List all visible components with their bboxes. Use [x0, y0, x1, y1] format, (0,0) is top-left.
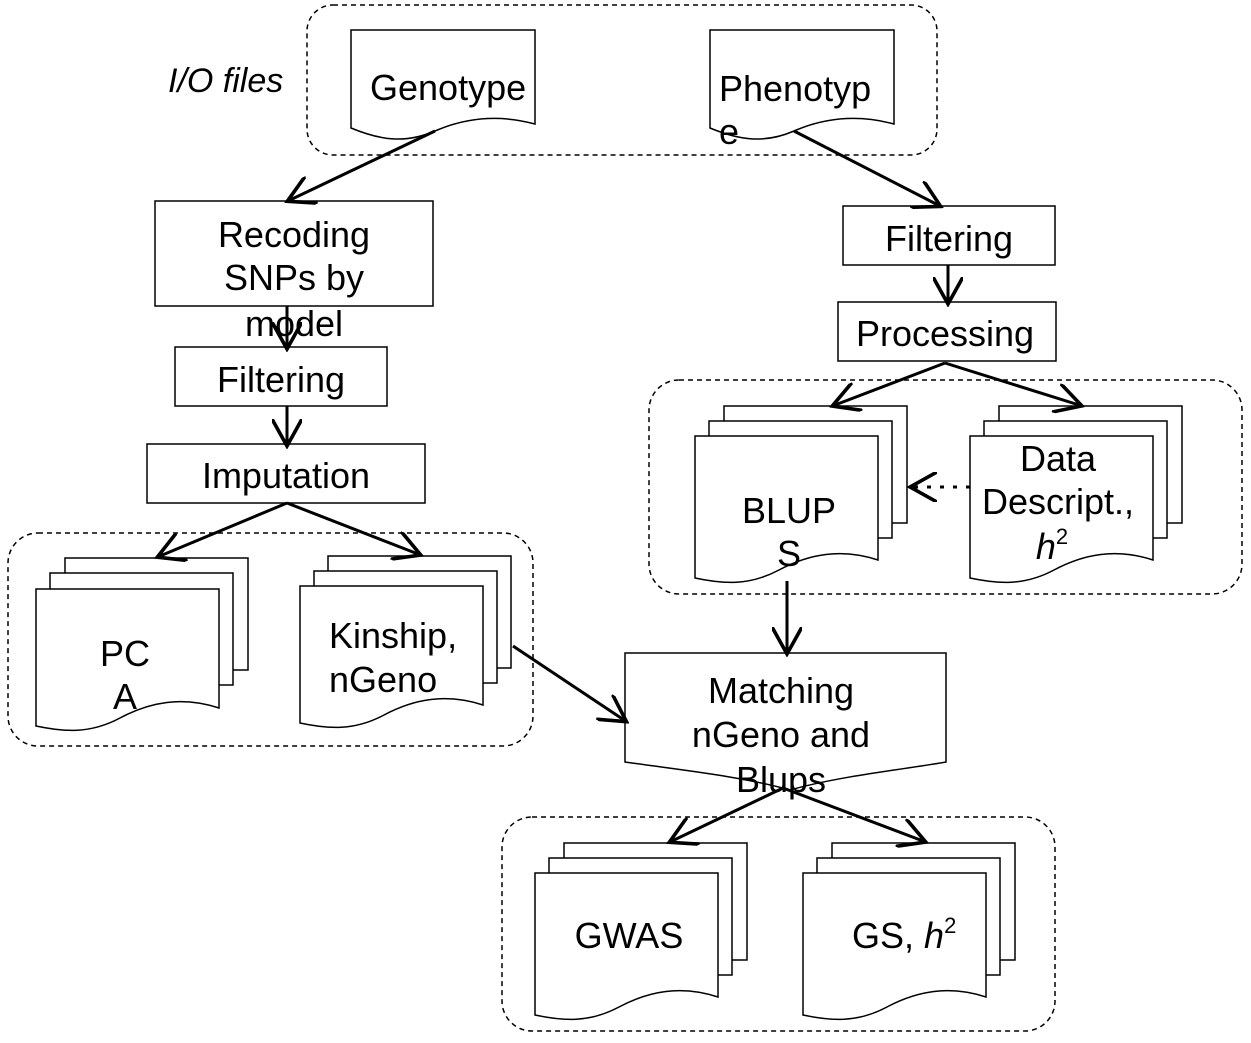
io-files-group	[306, 4, 938, 156]
recoding-label-1: Recoding	[218, 214, 370, 255]
arrows	[160, 129, 1079, 841]
genotype-file[interactable]: Genotype	[350, 29, 536, 140]
io-files-label: I/O files	[168, 62, 283, 100]
arrow-processing-blups	[835, 361, 946, 405]
pheno-filtering-box[interactable]: Filtering	[842, 205, 1056, 266]
pca-label-2: A	[113, 676, 137, 717]
pheno-filtering-label: Filtering	[885, 218, 1013, 259]
arrow-imputation-pca	[160, 501, 288, 556]
data-descript-label-2: Descript.,	[982, 481, 1134, 522]
phenotype-label-2: e	[719, 111, 739, 152]
arrow-kinship-matching	[512, 644, 624, 720]
data-descript-files[interactable]: Data Descript., h2	[969, 405, 1183, 584]
genotype-label: Genotype	[370, 67, 526, 108]
geno-filtering-label: Filtering	[217, 359, 345, 400]
processing-label: Processing	[856, 313, 1034, 354]
gwas-label: GWAS	[575, 915, 684, 956]
kinship-files[interactable]: Kinship, nGeno	[299, 555, 512, 729]
recoding-box[interactable]: Recoding SNPs by model	[154, 200, 434, 344]
arrow-genotype-recoding	[290, 129, 436, 200]
imputation-box[interactable]: Imputation	[146, 443, 426, 504]
arrow-imputation-kinship	[286, 501, 418, 554]
pca-label-1: PC	[100, 633, 150, 674]
kinship-label-1: Kinship,	[329, 615, 457, 656]
arrow-processing-descript	[944, 361, 1079, 405]
gs-label: GS, h2	[852, 913, 956, 956]
recoding-label-3: model	[245, 303, 343, 344]
data-descript-label-3: h2	[1036, 524, 1068, 567]
recoding-label-2: SNPs by	[224, 257, 364, 298]
matching-label-1: Matching	[708, 670, 854, 711]
gwas-files[interactable]: GWAS	[534, 842, 748, 1021]
pheno-outputs-group	[648, 379, 1243, 595]
matching-label-3: Blups	[736, 759, 826, 800]
arrow-matching-gs	[782, 786, 923, 841]
results-group	[501, 816, 1056, 1032]
matching-box[interactable]: Matching nGeno and Blups	[624, 652, 947, 800]
arrow-phenotype-filtering	[793, 129, 938, 205]
kinship-label-2: nGeno	[329, 659, 437, 700]
blups-files[interactable]: BLUP S	[694, 405, 908, 584]
arrow-matching-gwas	[672, 786, 784, 841]
geno-filtering-box[interactable]: Filtering	[174, 346, 388, 407]
pca-files[interactable]: PC A	[35, 557, 249, 732]
processing-box[interactable]: Processing	[837, 301, 1057, 362]
blups-label-2: S	[777, 533, 801, 574]
gs-files[interactable]: GS, h2	[802, 842, 1016, 1021]
blups-label-1: BLUP	[742, 490, 836, 531]
matching-label-2: nGeno and	[692, 714, 870, 755]
data-descript-label-1: Data	[1020, 438, 1097, 479]
phenotype-label-1: Phenotyp	[719, 68, 871, 109]
imputation-label: Imputation	[202, 455, 370, 496]
geno-outputs-group	[7, 532, 534, 747]
